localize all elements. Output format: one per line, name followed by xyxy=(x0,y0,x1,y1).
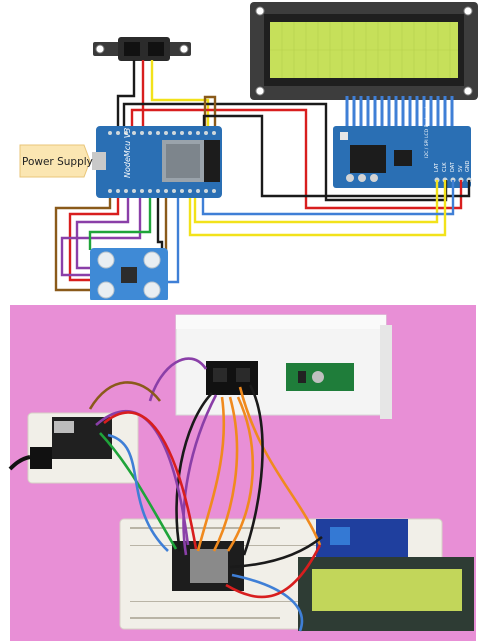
lcd-glass-photo xyxy=(312,569,462,611)
lcd-backpack: I2C / SPI LCD Backpack LAT CLK DAT 5V GN… xyxy=(333,105,472,188)
backpack-pin-label-clk: CLK xyxy=(442,162,448,172)
left-breadboard xyxy=(8,412,139,484)
lcd-header-wires xyxy=(345,96,454,130)
breadboard-photo xyxy=(8,305,476,641)
jumper-wires-photo xyxy=(88,357,323,632)
power-supply-label: Power Supply xyxy=(22,156,93,168)
backpack-pin-label-5v: 5V xyxy=(458,165,464,172)
ir-distance-sensor xyxy=(93,37,191,61)
nodemcu-label: NodeMcu V3 xyxy=(123,128,132,178)
main-breadboard xyxy=(119,518,474,631)
backpack-pin-label-lat: LAT xyxy=(434,162,440,172)
backpack-pin-label-dat: DAT xyxy=(450,161,456,172)
diagram-wires xyxy=(54,60,471,292)
backpack-chip xyxy=(350,145,386,173)
wiring-diagram: I2C / SPI LCD Backpack LAT CLK DAT 5V GN… xyxy=(0,0,486,300)
nodemcu-board: NodeMcu V3 xyxy=(92,126,222,198)
antenna xyxy=(204,140,220,182)
lcd-display xyxy=(250,2,478,100)
backpack-pin-label-gnd: GND xyxy=(465,160,471,172)
color-sensor-module xyxy=(90,248,168,300)
usb-port xyxy=(92,152,106,170)
lcd-backpack-photo xyxy=(316,519,408,557)
white-stand xyxy=(175,314,392,419)
power-supply-callout: Power Supply xyxy=(19,144,93,178)
backpack-title: I2C / SPI LCD Backpack xyxy=(424,105,430,158)
sensor-chip xyxy=(121,267,137,283)
